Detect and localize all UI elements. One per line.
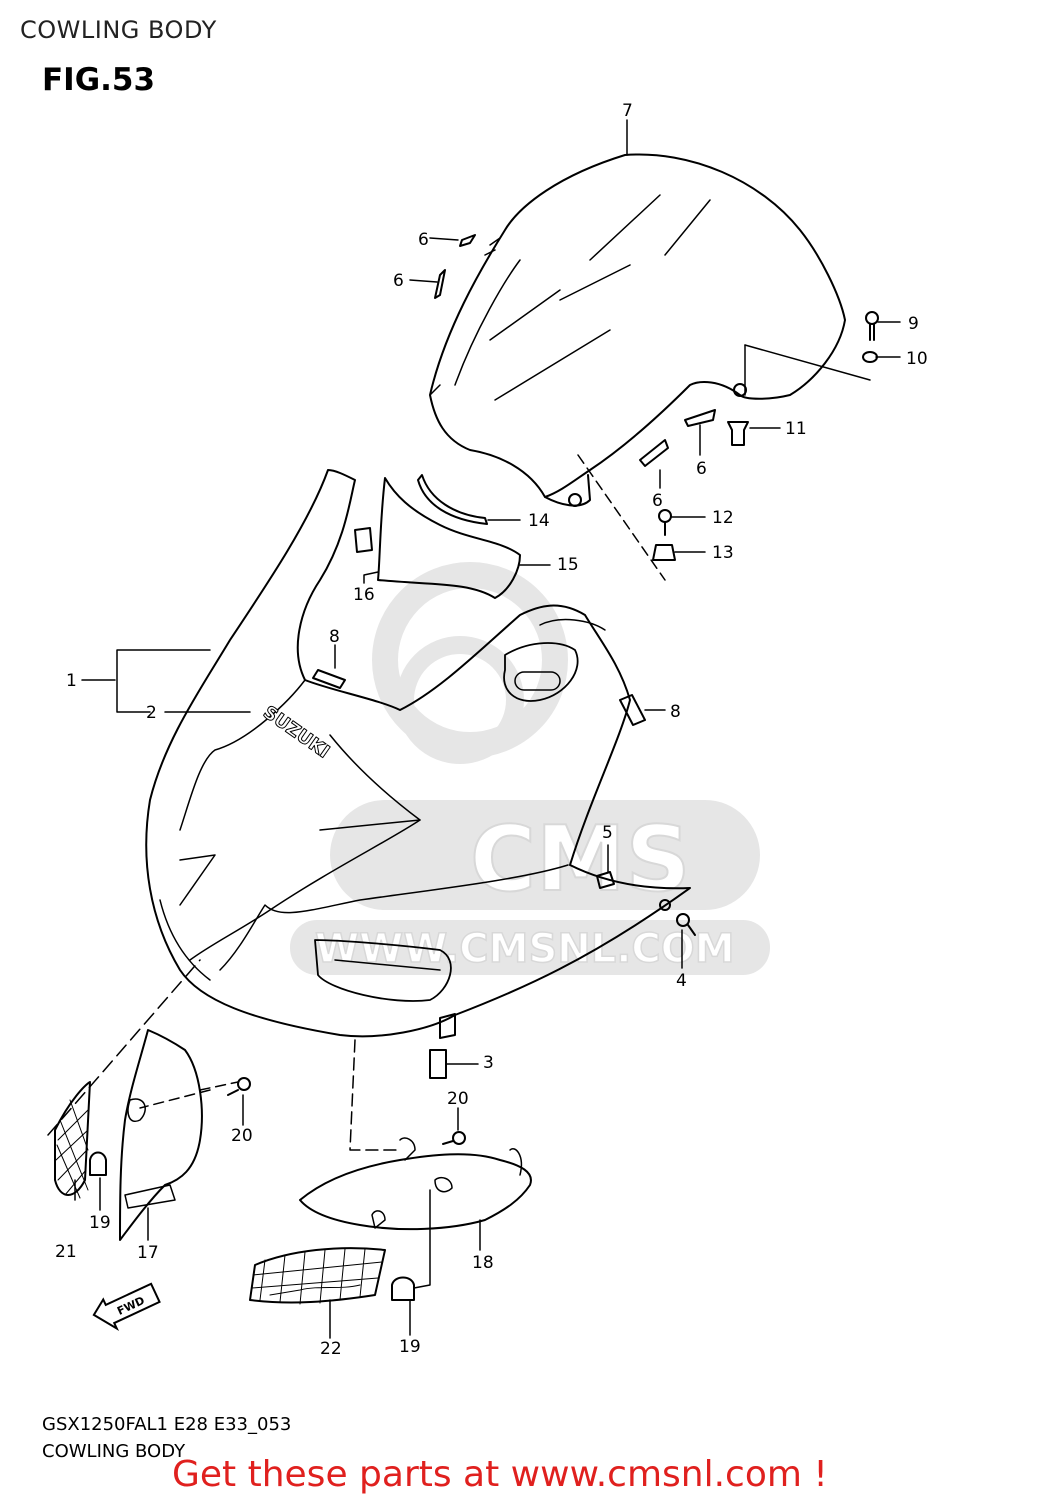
nut-3 bbox=[429, 1049, 447, 1079]
figure-label: FIG.53 bbox=[42, 62, 156, 98]
part-6b bbox=[434, 269, 446, 299]
callout-2: 2 bbox=[146, 703, 157, 723]
callout-20b: 20 bbox=[447, 1089, 469, 1109]
callout-6b: 6 bbox=[393, 271, 404, 291]
mesh-21 bbox=[54, 1081, 91, 1199]
callout-14: 14 bbox=[528, 511, 550, 531]
inner-panel-15 bbox=[377, 477, 521, 599]
callout-18: 18 bbox=[472, 1253, 494, 1273]
watermark-brand: CMS bbox=[470, 807, 690, 912]
sticker-8a bbox=[312, 669, 346, 689]
callout-8b: 8 bbox=[670, 702, 681, 722]
nut-13 bbox=[652, 544, 676, 561]
mesh-22 bbox=[249, 1247, 386, 1305]
part-6d bbox=[639, 439, 669, 467]
callout-4: 4 bbox=[676, 971, 687, 991]
screw-12 bbox=[658, 509, 672, 536]
screw-20b bbox=[442, 1131, 466, 1145]
callout-8a: 8 bbox=[329, 627, 340, 647]
windscreen bbox=[429, 153, 846, 498]
callout-21: 21 bbox=[55, 1242, 77, 1262]
callout-5: 5 bbox=[602, 823, 613, 843]
cta-link[interactable]: Get these parts at www.cmsnl.com ! bbox=[172, 1454, 828, 1495]
sticker-8b bbox=[619, 694, 646, 726]
callout-19b: 19 bbox=[399, 1337, 421, 1357]
pad-16 bbox=[354, 527, 373, 553]
callout-20a: 20 bbox=[231, 1126, 253, 1146]
under-panel-18 bbox=[299, 1153, 532, 1231]
part-6c bbox=[684, 409, 716, 427]
callout-17: 17 bbox=[137, 1243, 159, 1263]
washer-10 bbox=[862, 351, 878, 363]
callout-3: 3 bbox=[483, 1053, 494, 1073]
callout-1: 1 bbox=[66, 671, 77, 691]
callout-19a: 19 bbox=[89, 1213, 111, 1233]
callout-16: 16 bbox=[353, 585, 375, 605]
callout-6a: 6 bbox=[418, 230, 429, 250]
bolt-9 bbox=[865, 311, 879, 341]
clip-5 bbox=[596, 871, 615, 889]
callout-15: 15 bbox=[557, 555, 579, 575]
callout-11: 11 bbox=[785, 419, 807, 439]
callout-10: 10 bbox=[906, 349, 928, 369]
screw-4 bbox=[676, 913, 696, 936]
callout-6d: 6 bbox=[652, 491, 663, 511]
section-name: COWLING BODY bbox=[42, 1441, 186, 1462]
screw-20a bbox=[227, 1077, 251, 1096]
callout-7: 7 bbox=[622, 101, 633, 121]
clip-19b bbox=[391, 1276, 415, 1301]
page-title: COWLING BODY bbox=[20, 16, 217, 44]
watermark: CMS WWW.CMSNL.COM bbox=[290, 562, 770, 975]
trim-14 bbox=[417, 474, 488, 525]
clip-19a bbox=[89, 1151, 107, 1176]
grommet-11 bbox=[727, 421, 749, 446]
forward-arrow: FWD bbox=[92, 1282, 161, 1331]
callout-12: 12 bbox=[712, 508, 734, 528]
watermark-url: WWW.CMSNL.COM bbox=[315, 926, 735, 972]
part-6a bbox=[459, 234, 476, 247]
suzuki-logo: SUZUKI bbox=[259, 702, 333, 763]
model-code: GSX1250FAL1 E28 E33_053 bbox=[42, 1414, 292, 1435]
callout-6c: 6 bbox=[696, 459, 707, 479]
side-duct-17 bbox=[119, 1029, 203, 1241]
callout-9: 9 bbox=[908, 314, 919, 334]
callout-13: 13 bbox=[712, 543, 734, 563]
callout-22: 22 bbox=[320, 1339, 342, 1359]
